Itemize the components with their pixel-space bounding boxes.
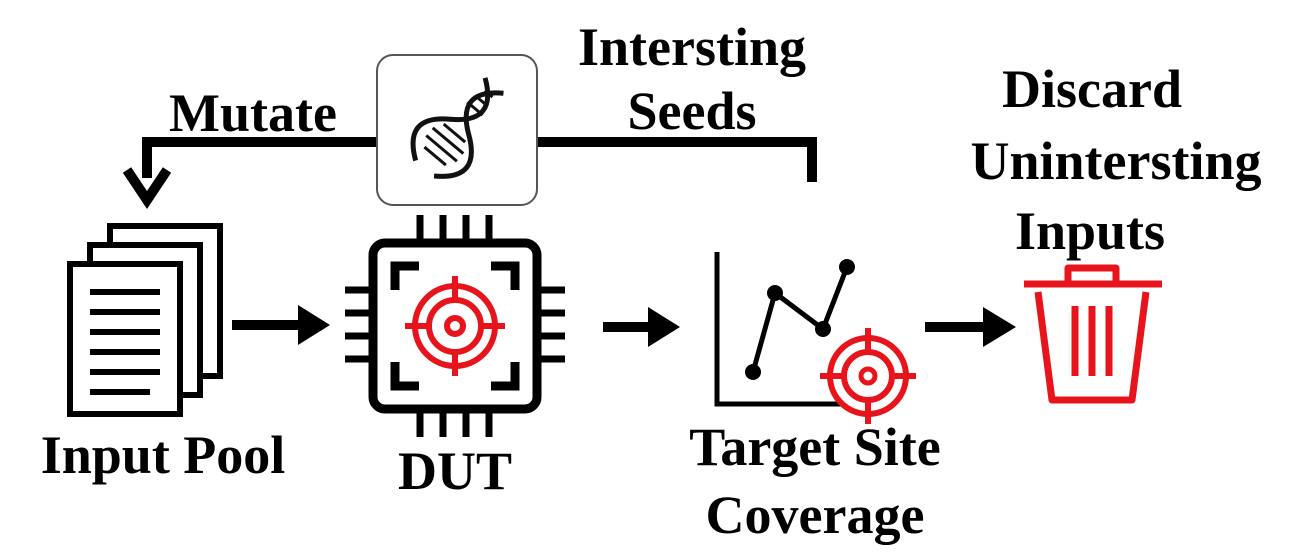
- chip-target-icon: [345, 215, 565, 437]
- interesting-seeds-label-line2: Seeds: [627, 81, 757, 141]
- line-chart-icon: [714, 252, 862, 407]
- interesting-seeds-label-line1: Intersting: [578, 17, 806, 77]
- discard-label-line2: Unintersting: [970, 131, 1262, 191]
- dut-label: DUT: [397, 441, 513, 501]
- crosshair-target-icon: [820, 328, 916, 424]
- arrow-dut-to-coverage: [603, 307, 680, 347]
- trash-icon: [1024, 264, 1162, 404]
- discard-label-line3: Inputs: [1014, 201, 1166, 261]
- documents-icon: [67, 223, 223, 417]
- target-site-label-line2: Coverage: [705, 485, 925, 545]
- crosshair-target-icon: [405, 276, 505, 376]
- discard-label-line1: Discard: [1002, 59, 1182, 119]
- dna-icon: [376, 54, 538, 206]
- target-site-label-line1: Target Site: [689, 417, 941, 477]
- input-pool-label: Input Pool: [40, 425, 286, 485]
- arrow-pool-to-dut: [232, 305, 330, 345]
- mutate-label: Mutate: [169, 83, 337, 143]
- arrow-coverage-to-discard: [925, 307, 1016, 347]
